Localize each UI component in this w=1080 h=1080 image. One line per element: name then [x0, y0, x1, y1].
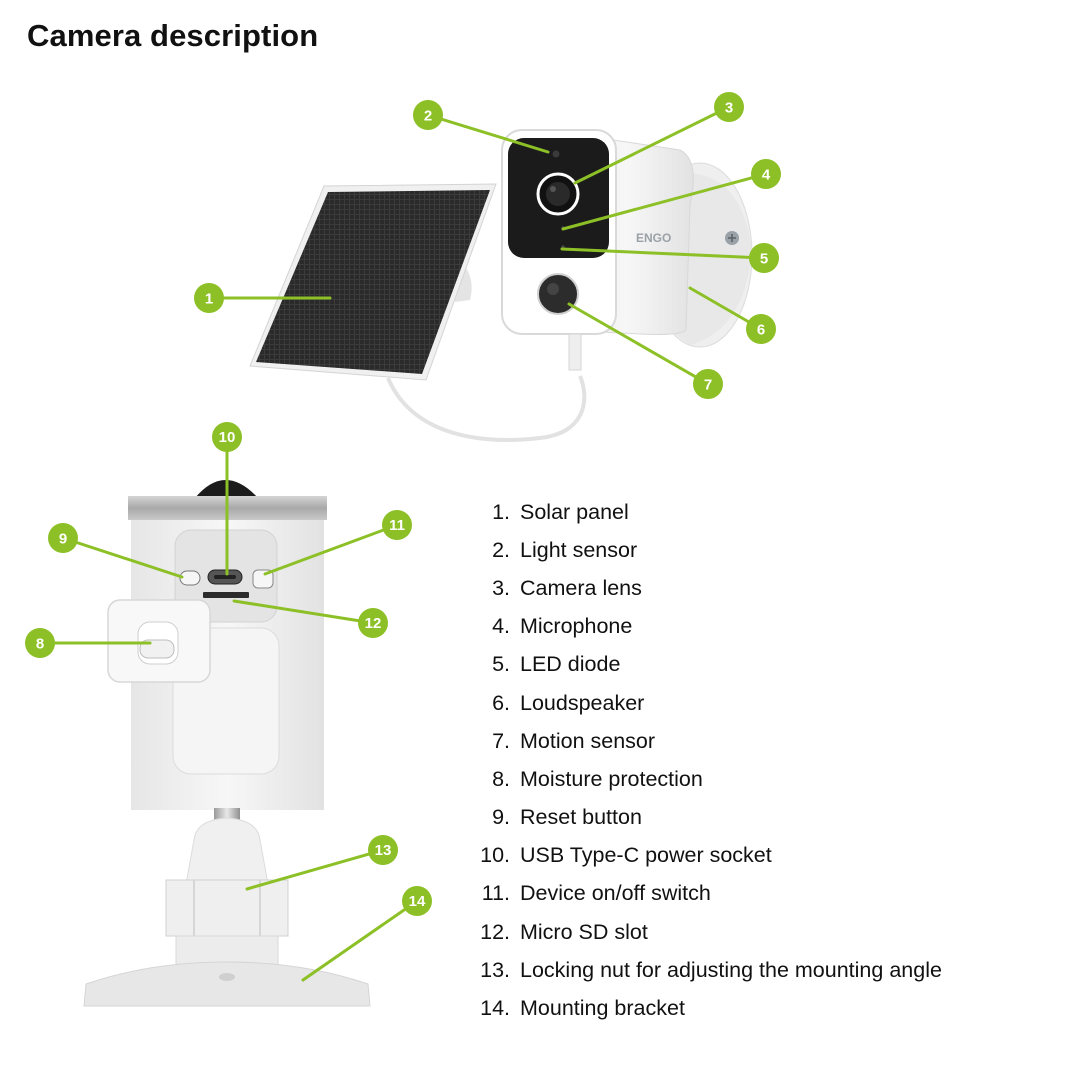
svg-text:9: 9	[59, 531, 67, 548]
legend-item: 11. Device on/off switch	[468, 875, 942, 913]
legend-item: 10. USB Type-C power socket	[468, 837, 942, 875]
legend-number: 9.	[492, 805, 510, 830]
solar-panel-illustration	[249, 183, 497, 381]
callout-2: 2	[413, 100, 443, 130]
leader-line-2	[426, 113, 550, 154]
power-cable	[386, 375, 587, 442]
callout-9: 9	[48, 523, 78, 553]
leader-line-7	[567, 302, 710, 386]
legend-item: 14. Mounting bracket	[468, 989, 942, 1027]
svg-text:8: 8	[36, 636, 44, 653]
svg-text:14: 14	[409, 893, 426, 910]
svg-text:1: 1	[205, 291, 213, 308]
page-title: Camera description	[27, 18, 319, 53]
legend-number: 10.	[480, 843, 510, 868]
leader-line-13	[245, 848, 385, 891]
legend-item: 5. LED diode	[468, 646, 942, 684]
leader-line-5	[560, 247, 766, 260]
legend-label: Solar panel	[520, 499, 629, 524]
camera-back-illustration	[83, 480, 371, 1007]
callout-8: 8	[25, 628, 55, 658]
legend-item: 8. Moisture protection	[468, 760, 942, 798]
svg-text:5: 5	[760, 251, 768, 268]
legend-label: Micro SD slot	[520, 919, 648, 944]
legend-number: 8.	[492, 766, 510, 791]
legend-label: USB Type-C power socket	[520, 843, 772, 868]
legend-number: 5.	[492, 652, 510, 677]
callout-6: 6	[746, 314, 776, 344]
legend-label: Locking nut for adjusting the mounting a…	[520, 957, 942, 982]
leader-line-12	[232, 599, 375, 625]
legend-number: 2.	[492, 537, 510, 562]
camera-front-illustration: ENGO	[501, 129, 694, 371]
callout-10: 10	[212, 422, 242, 452]
callout-1: 1	[194, 283, 224, 313]
legend-label: Light sensor	[520, 537, 638, 562]
legend-item: 4. Microphone	[468, 608, 942, 646]
leader-lines	[38, 105, 768, 982]
legend-label: Mounting bracket	[520, 996, 685, 1021]
svg-text:13: 13	[375, 842, 392, 859]
legend-label: Camera lens	[520, 575, 642, 600]
legend-item: 7. Motion sensor	[468, 722, 942, 760]
legend-number: 14.	[480, 996, 510, 1021]
svg-text:7: 7	[704, 377, 712, 394]
leader-line-9	[61, 536, 184, 579]
leader-line-14	[301, 899, 419, 982]
svg-text:2: 2	[424, 108, 432, 125]
svg-text:11: 11	[389, 517, 405, 534]
callout-12: 12	[358, 608, 388, 638]
svg-text:10: 10	[219, 429, 236, 446]
brand-logo: ENGO	[636, 231, 671, 245]
callout-4: 4	[751, 159, 781, 189]
legend-item: 12. Micro SD slot	[468, 913, 942, 951]
legend-item: 2. Light sensor	[468, 531, 942, 569]
callout-11: 11	[382, 510, 412, 540]
leader-line-11	[263, 523, 399, 576]
svg-text:3: 3	[725, 100, 733, 117]
legend-label: Reset button	[520, 805, 642, 830]
legend-number: 13.	[480, 957, 510, 982]
leader-line-3	[573, 105, 731, 185]
svg-text:4: 4	[762, 167, 771, 184]
legend-label: Motion sensor	[520, 728, 656, 753]
svg-text:6: 6	[757, 322, 765, 339]
legend-item: 13. Locking nut for adjusting the mountin…	[468, 951, 942, 989]
legend-item: 6. Loudspeaker	[468, 684, 942, 722]
legend-label: Moisture protection	[520, 766, 703, 791]
leader-line-4	[561, 172, 768, 231]
legend-label: LED diode	[520, 652, 621, 677]
callout-13: 13	[368, 835, 398, 865]
legend-number: 7.	[492, 728, 510, 753]
legend-number: 1.	[492, 499, 510, 524]
legend-number: 6.	[492, 690, 510, 715]
legend-label: Loudspeaker	[520, 690, 645, 715]
legend-item: 9. Reset button	[468, 799, 942, 837]
legend-label: Microphone	[520, 614, 633, 639]
svg-text:12: 12	[365, 615, 382, 632]
legend-item: 1. Solar panel	[468, 493, 942, 531]
callout-7: 7	[693, 369, 723, 399]
legend-label: Device on/off switch	[520, 881, 711, 906]
legend-item: 3. Camera lens	[468, 569, 942, 607]
callout-5: 5	[749, 243, 779, 273]
legend-number: 4.	[492, 614, 510, 639]
legend-number: 11.	[481, 881, 510, 906]
callouts: 1 2 3 4 5 6 7 8 9 10 11 12 13 14	[25, 92, 781, 916]
callout-3: 3	[714, 92, 744, 122]
legend-number: 3.	[492, 575, 510, 600]
callout-14: 14	[402, 886, 432, 916]
parts-legend: 1. Solar panel 2. Light sensor 3. Camera le…	[468, 493, 942, 1028]
legend-number: 12.	[480, 919, 510, 944]
